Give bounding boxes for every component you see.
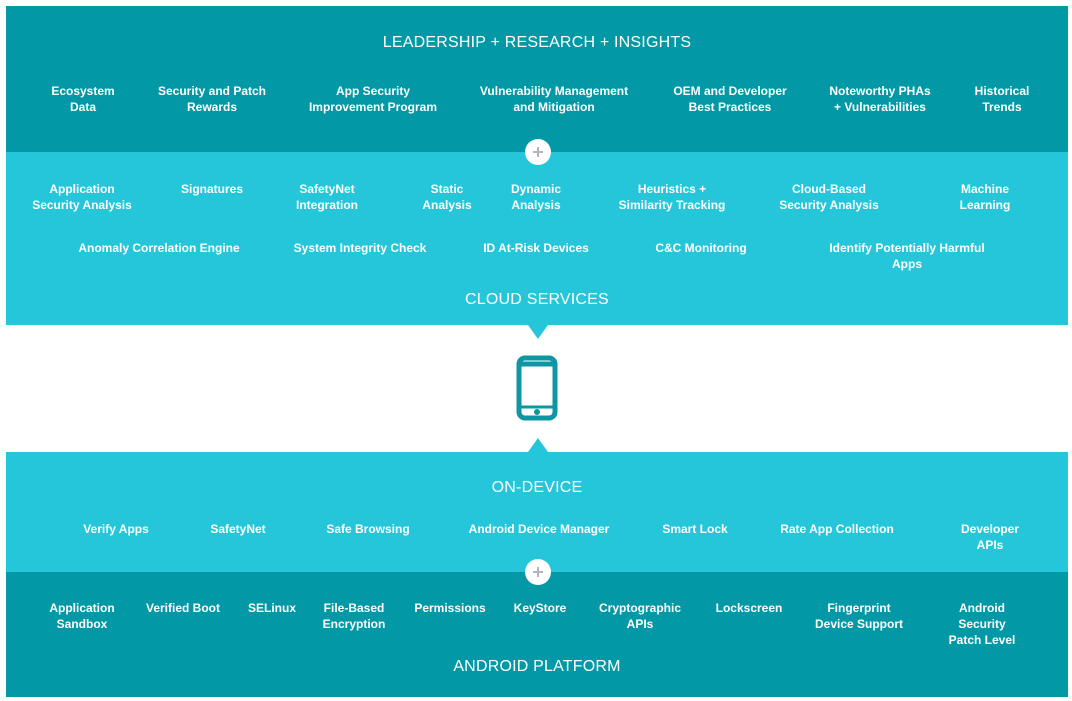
platform-item: Android Security Patch Level xyxy=(948,601,1016,647)
plus-icon xyxy=(525,139,551,165)
leadership-title: LEADERSHIP + RESEARCH + INSIGHTS xyxy=(382,34,692,51)
leadership-item: Historical Trends xyxy=(974,84,1030,114)
on-device-item: Verify Apps xyxy=(83,522,149,536)
arrow-up-icon xyxy=(528,438,548,452)
android-platform-title: ANDROID PLATFORM xyxy=(453,658,621,675)
on-device-section: ON-DEVICE Verify Apps SafetyNet Safe Bro… xyxy=(6,452,1068,572)
on-device-title: ON-DEVICE xyxy=(491,479,583,496)
platform-item: Application Sandbox xyxy=(49,601,115,631)
cloud-service-item: ID At-Risk Devices xyxy=(483,241,589,255)
on-device-item: Developer APIs xyxy=(960,522,1020,552)
plus-icon xyxy=(525,559,551,585)
on-device-item: SafetyNet xyxy=(210,522,266,536)
cloud-service-item: Signatures xyxy=(180,182,244,196)
leadership-item: OEM and Developer Best Practices xyxy=(673,84,787,114)
platform-item: File-Based Encryption xyxy=(322,601,386,631)
cloud-service-item: Heuristics + Similarity Tracking xyxy=(618,182,726,212)
platform-item: Verified Boot xyxy=(145,601,221,615)
cloud-service-item: Anomaly Correlation Engine xyxy=(78,241,240,255)
smartphone-icon xyxy=(516,355,558,426)
platform-item: Fingerprint Device Support xyxy=(814,601,904,631)
platform-item: SELinux xyxy=(247,601,297,615)
cloud-service-item: Machine Learning xyxy=(959,182,1011,212)
cloud-service-item: Application Security Analysis xyxy=(32,182,132,212)
arrow-down-icon xyxy=(528,325,548,339)
on-device-item: Rate App Collection xyxy=(780,522,894,536)
leadership-item: Noteworthy PHAs + Vulnerabilities xyxy=(829,84,931,114)
on-device-item: Smart Lock xyxy=(662,522,728,536)
cloud-services-section: Application Security Analysis Signatures… xyxy=(6,152,1068,325)
on-device-item: Safe Browsing xyxy=(326,522,410,536)
cloud-services-title: CLOUD SERVICES xyxy=(465,291,609,308)
platform-item: Lockscreen xyxy=(715,601,783,615)
cloud-service-item: Cloud-Based Security Analysis xyxy=(779,182,879,212)
cloud-service-item: C&C Monitoring xyxy=(655,241,747,255)
leadership-item: App Security Improvement Program xyxy=(308,84,438,114)
cloud-service-item: Static Analysis xyxy=(422,182,472,212)
platform-item: Cryptographic APIs xyxy=(598,601,682,631)
cloud-service-item: Dynamic Analysis xyxy=(510,182,562,212)
cloud-service-item: System Integrity Check xyxy=(293,241,427,255)
leadership-item: Vulnerability Management and Mitigation xyxy=(479,84,629,114)
cloud-service-item: Identify Potentially Harmful Apps xyxy=(829,241,985,271)
on-device-item: Android Device Manager xyxy=(468,522,610,536)
platform-item: Permissions xyxy=(414,601,486,615)
leadership-section: LEADERSHIP + RESEARCH + INSIGHTS Ecosyst… xyxy=(6,6,1068,152)
android-platform-section: Application Sandbox Verified Boot SELinu… xyxy=(6,572,1068,697)
leadership-item: Ecosystem Data xyxy=(51,84,115,114)
cloud-service-item: SafetyNet Integration xyxy=(296,182,358,212)
platform-item: KeyStore xyxy=(513,601,567,615)
leadership-item: Security and Patch Rewards xyxy=(157,84,267,114)
